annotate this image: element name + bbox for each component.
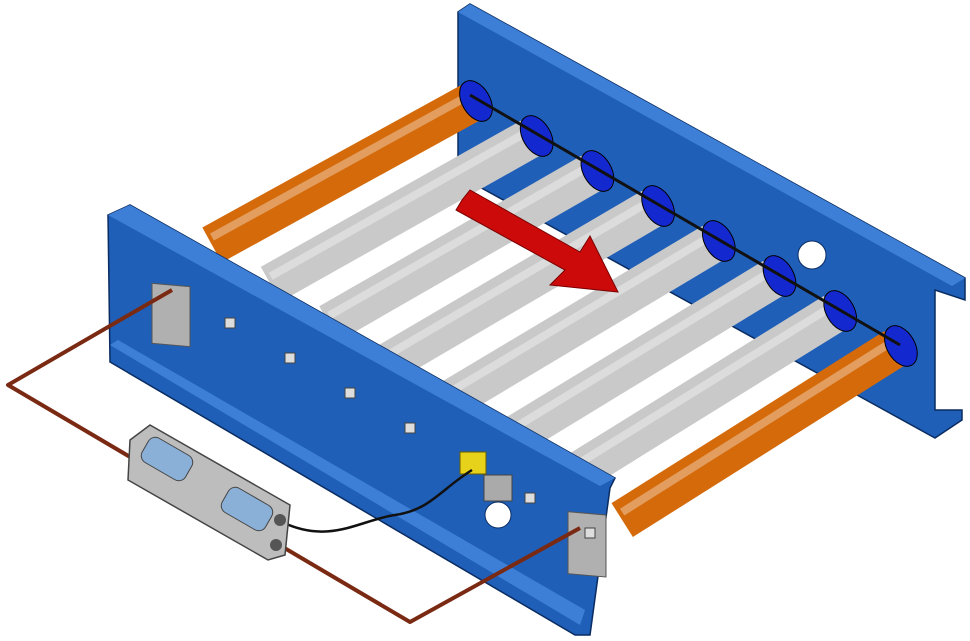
- connector-icon: [270, 539, 282, 551]
- roller-highlight: [620, 336, 898, 516]
- idler-roller: [260, 120, 541, 302]
- roller-highlight: [385, 196, 655, 359]
- roller-end-cap: [884, 325, 918, 367]
- idler-roller: [553, 296, 845, 498]
- sensor-cable: [281, 468, 473, 533]
- rail-bolt: [284, 352, 296, 364]
- roller-highlight: [502, 266, 776, 437]
- drive-chain: [469, 93, 901, 347]
- roller-highlight: [210, 91, 472, 241]
- idler-roller: [436, 225, 724, 420]
- flow-direction-arrow: [455, 189, 619, 293]
- front-side-rail: [107, 204, 616, 636]
- roller-highlight: [268, 126, 533, 280]
- mounting-bracket-right: [567, 511, 607, 578]
- roller-end-cap: [580, 150, 615, 192]
- rail-bolt: [344, 387, 356, 399]
- control-card-window: [140, 436, 194, 482]
- roller-highlight: [444, 231, 715, 398]
- roller-highlight: [327, 161, 594, 320]
- back-rail-hole: [797, 240, 827, 270]
- roller-end-cap: [459, 80, 493, 122]
- driven-roller: [202, 85, 480, 263]
- photo-eye-sensor: [459, 451, 487, 475]
- rail-bolt: [524, 492, 536, 504]
- roller-end-cap: [519, 115, 554, 157]
- idler-roller: [319, 155, 602, 341]
- roller-group: [202, 80, 918, 538]
- motor-control-card: [127, 424, 291, 561]
- rail-bolt: [584, 527, 596, 539]
- mounting-bracket-left: [151, 282, 191, 348]
- connector-icon: [274, 514, 286, 526]
- idler-roller: [494, 260, 784, 459]
- front-rail-hole: [484, 501, 512, 529]
- driven-roller: [611, 331, 906, 538]
- roller-highlight: [561, 301, 837, 477]
- sensor-bracket: [483, 474, 513, 502]
- control-card-window: [220, 486, 274, 532]
- rail-bolt: [224, 317, 236, 329]
- idler-roller: [377, 190, 663, 381]
- rail-bolt: [404, 422, 416, 434]
